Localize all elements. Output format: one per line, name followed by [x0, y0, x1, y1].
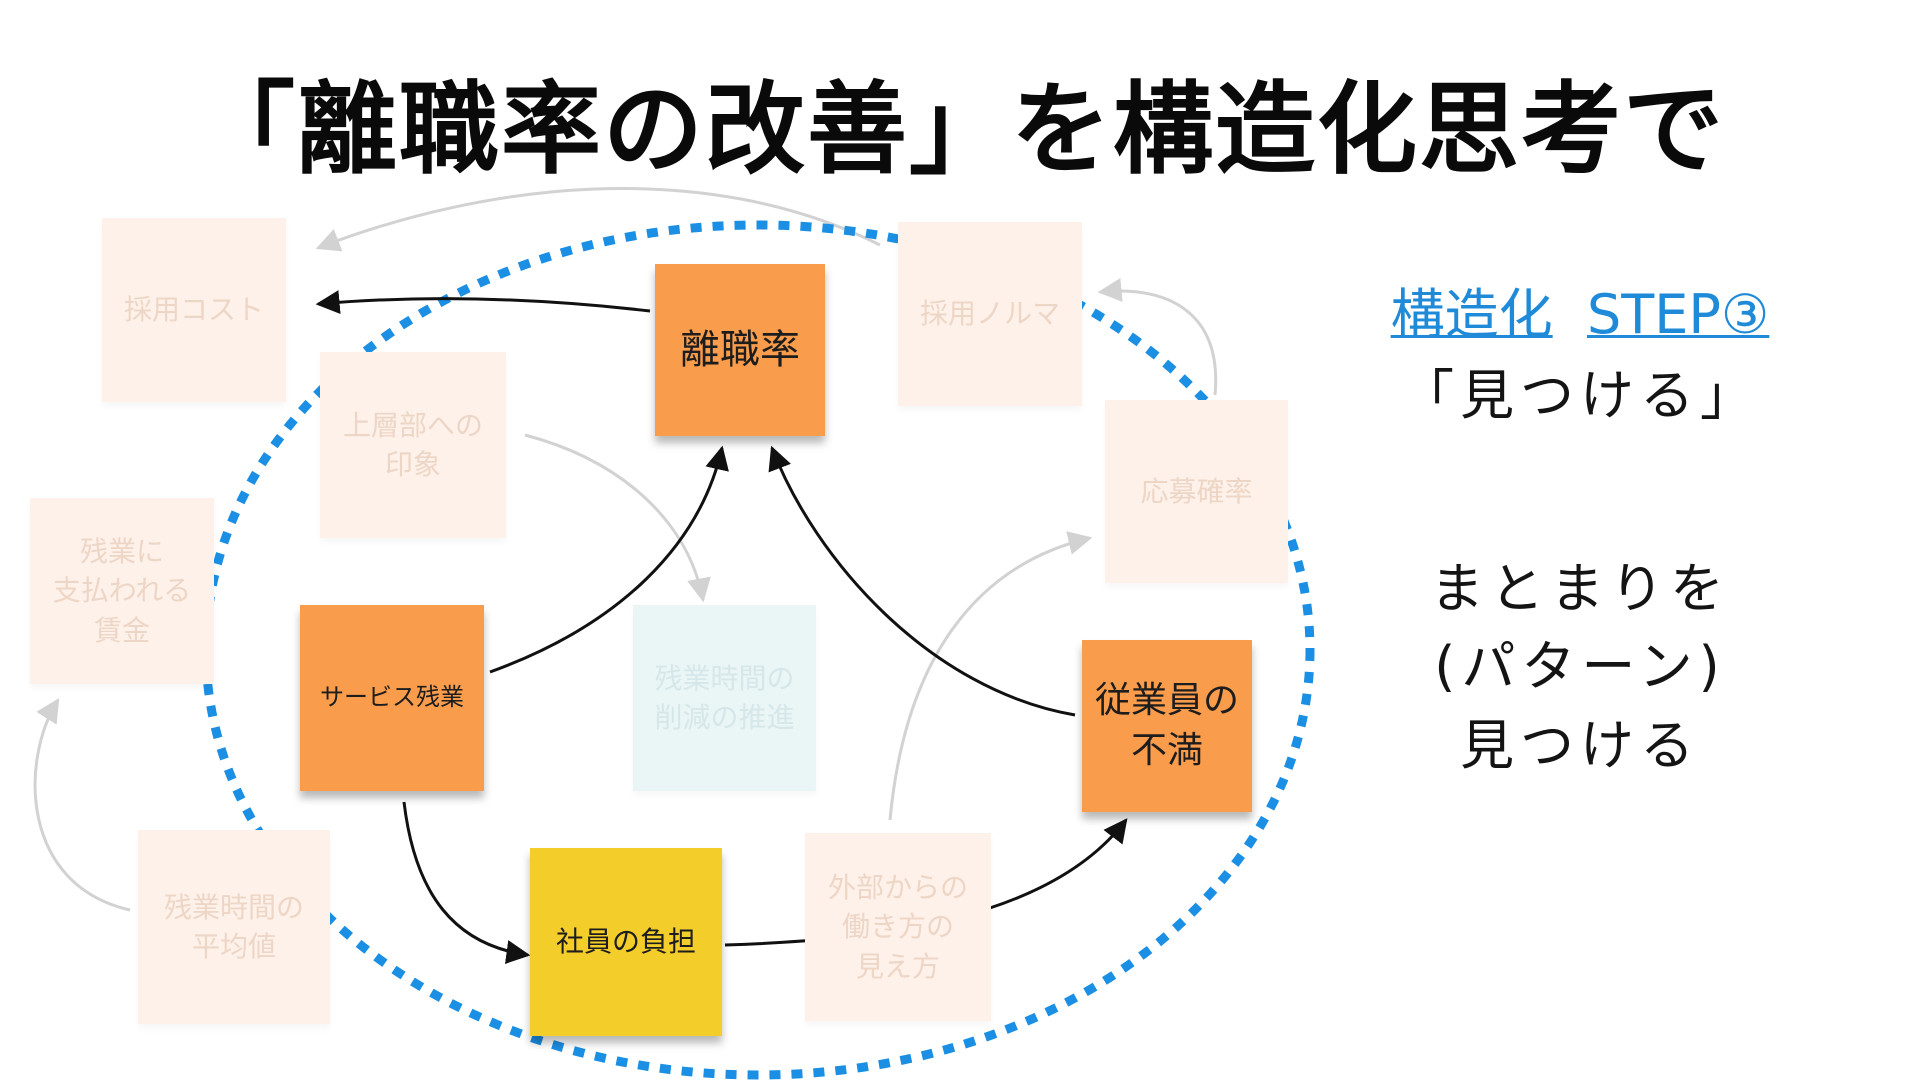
note-oubo-kakuritsu: 応募確率: [1105, 400, 1288, 583]
note-jugyoin-fuman[interactable]: 従業員の 不満: [1082, 640, 1252, 812]
faded-arrow-gaibu-to-oubo: [888, 531, 1093, 821]
note-saiyo-cost: 採用コスト: [102, 218, 286, 402]
step-instruction: まとまりを (パターン) 見つける: [1430, 557, 1730, 777]
arrow-service-to-rishoku: [489, 445, 729, 674]
faded-arrow-joso-to-sakugen: [524, 433, 711, 603]
slide-title: 「離職率の改善」を構造化思考で: [195, 71, 1725, 188]
note-zangyo-heikin: 残業時間の 平均値: [138, 830, 330, 1024]
note-zangyo-sakugen: 残業時間の 削減の推進: [633, 605, 816, 791]
note-zangyo-chingin: 残業に 支払われる 賃金: [30, 498, 214, 684]
faded-arrow-heikin-to-chingin: [33, 697, 131, 912]
note-saiyo-noruma: 採用ノルマ: [898, 222, 1082, 406]
note-shain-futan[interactable]: 社員の負担: [530, 848, 722, 1036]
note-gaibu-mikata: 外部からの 働き方の 見え方: [805, 833, 991, 1021]
note-service-zangyo[interactable]: サービス残業: [300, 605, 484, 791]
step-label-link[interactable]: 構造化: [1390, 283, 1553, 346]
faded-arrow-oubo-to-noruma: [1097, 278, 1218, 396]
note-rishokuritsu[interactable]: 離職率: [655, 264, 825, 436]
note-joso-inshou: 上層部への 印象: [320, 352, 506, 538]
faded-arrow-noruma-to-cost: [315, 186, 881, 252]
step-heading: 構造化 STEP③: [1340, 270, 1820, 349]
step-number-link[interactable]: STEP③: [1586, 283, 1770, 346]
arrow-fuman-to-rishoku: [768, 445, 1076, 717]
arrow-rishoku-to-cost: [315, 290, 651, 315]
step-subtitle: 「見つける」: [1400, 364, 1760, 427]
arrow-service-to-futan: [402, 801, 531, 964]
